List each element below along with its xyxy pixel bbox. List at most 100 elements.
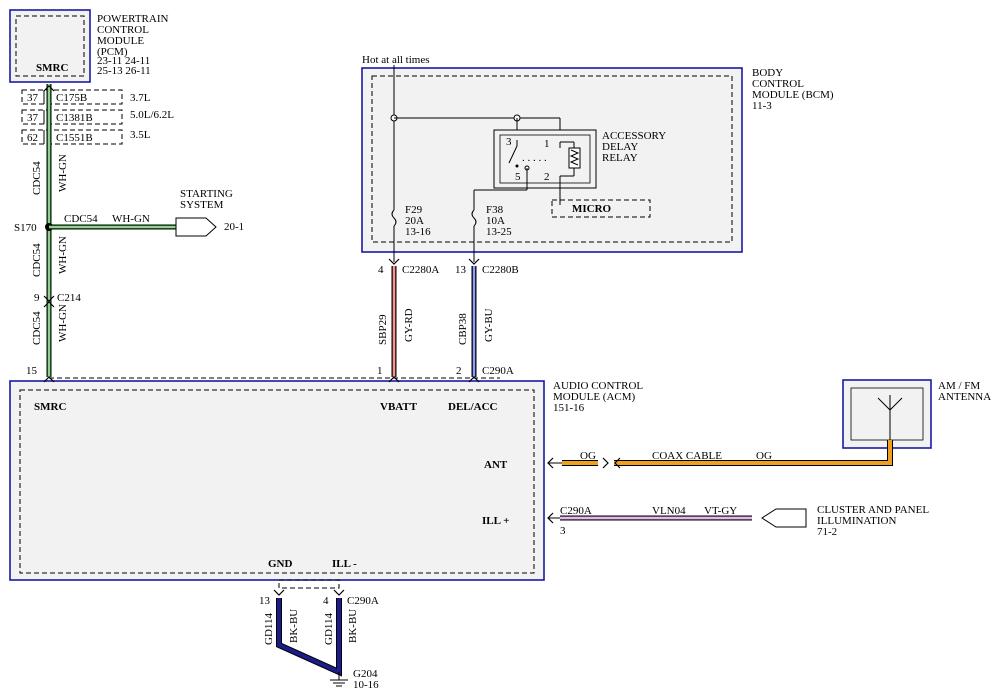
bcm-hot-label: Hot at all times (362, 54, 430, 66)
antenna-title-1: AM / FM (938, 380, 980, 392)
c175b-pin: 37 (27, 92, 39, 104)
gnd-conn: C290A (347, 595, 379, 607)
acm-ref: 151-16 (553, 402, 585, 414)
acm-inner-border (19, 389, 535, 574)
wire-cbp38-color: GY-BU (483, 308, 495, 342)
relay-pin-2: 2 (544, 171, 550, 183)
branch-color: WH-GN (112, 213, 150, 225)
relay-title-3: RELAY (602, 152, 638, 164)
c1551b-pin: 62 (27, 132, 38, 144)
ground-connector-dash (278, 579, 340, 589)
cluster-connector[interactable] (761, 508, 807, 528)
c1551b-engine: 3.5L (130, 129, 151, 141)
fuse-f29-ref: 13-16 (405, 226, 431, 238)
c2280a-name: C2280A (402, 264, 439, 276)
fuse-f38-rating: 10A (486, 215, 505, 227)
wire-coax[interactable] (562, 440, 893, 466)
c1551b-name: C1551B (56, 132, 93, 144)
c2280a-pin: 4 (378, 264, 384, 276)
c1381b-pin: 37 (27, 112, 39, 124)
acm-title-2: MODULE (ACM) (553, 391, 636, 403)
wire-cdc54-color-1: WH-GN (57, 154, 69, 192)
antenna-icon (877, 395, 903, 440)
cluster-title-1: CLUSTER AND PANEL (817, 504, 929, 516)
c214-pin: 9 (34, 292, 40, 304)
bcm-title-3: MODULE (BCM) (752, 89, 834, 101)
c175b-name: C175B (56, 92, 87, 104)
acm-pin-del-conn: C290A (482, 365, 514, 377)
cluster-ref: 71-2 (817, 526, 837, 538)
wire-sbp29-color: GY-RD (403, 308, 415, 342)
c2280b-name: C2280B (482, 264, 519, 276)
gnd-a-color: BK-BU (288, 609, 300, 643)
c2280a-arrow (388, 258, 400, 265)
fuse-f38-ref: 13-25 (486, 226, 512, 238)
fuse-f29[interactable] (391, 209, 397, 227)
c1381b-name: C1381B (56, 112, 93, 124)
acm-pin-vbatt-num: 1 (377, 365, 383, 377)
relay-title-1: ACCESSORY (602, 130, 666, 142)
pcm-title-2: CONTROL (97, 24, 149, 36)
wire-cdc54-circuit-2: CDC54 (31, 243, 43, 277)
acm-pin-ill-minus: ILL - (332, 558, 357, 570)
acm-pin-gnd: GND (268, 558, 293, 570)
acm-module[interactable] (9, 380, 545, 581)
gnd-b-color: BK-BU (347, 609, 359, 643)
relay-pin-3: 3 (506, 136, 512, 148)
antenna-title-2: ANTENNA (938, 391, 991, 403)
c2280b-pin: 13 (455, 264, 467, 276)
gnd-name: G204 (353, 668, 378, 680)
ill-arrow-in (547, 512, 554, 524)
wire-gd114[interactable] (276, 598, 342, 677)
fuse-f29-rating: 20A (405, 215, 424, 227)
cluster-circuit: VLN04 (652, 505, 686, 517)
wire-cdc54-circuit-1: CDC54 (31, 161, 43, 195)
acm-pin-smrc: SMRC (34, 401, 66, 413)
gnd-ref: 10-16 (353, 679, 379, 691)
connector-c175b (21, 89, 123, 105)
wire-cdc54-circuit-3: CDC54 (31, 311, 43, 345)
relay-pin-5: 5 (515, 171, 521, 183)
relay-pin-1: 1 (544, 138, 550, 150)
acm-vbatt-arrow (388, 376, 400, 383)
cluster-color: VT-GY (704, 505, 737, 517)
fuse-f38-name: F38 (486, 204, 504, 216)
starting-title-1: STARTING (180, 188, 233, 200)
pcm-title-1: POWERTRAIN (97, 13, 169, 25)
bcm-inner-border (371, 75, 733, 243)
gnd-arrow-b (333, 589, 345, 596)
bcm-micro-label: MICRO (572, 203, 612, 215)
wire-cdc54-color-2: WH-GN (57, 236, 69, 274)
wire-cdc54-color-3: WH-GN (57, 304, 69, 342)
connector-c1551b (21, 129, 123, 145)
fuse-f38[interactable] (471, 209, 477, 227)
branch-circuit: CDC54 (64, 213, 98, 225)
acm-title-1: AUDIO CONTROL (553, 380, 643, 392)
acm-pin-vbatt: VBATT (380, 401, 418, 413)
connector-c1381b (21, 109, 123, 125)
gnd-pin-a: 13 (259, 595, 271, 607)
fuse-f29-name: F29 (405, 204, 423, 216)
pcm-title-3: MODULE (97, 35, 144, 47)
coax-color-right: OG (756, 450, 772, 462)
pcm-ref-1: 23-11 24-11 (97, 55, 150, 67)
splice-s170-label: S170 (14, 222, 37, 234)
wire-cbp38-circuit: CBP38 (457, 313, 469, 345)
ground-icon (330, 679, 348, 687)
pcm-module[interactable] (9, 9, 91, 83)
acm-pin-smrc-num: 15 (26, 365, 38, 377)
starting-ref: 20-1 (224, 221, 244, 233)
starting-title-2: SYSTEM (180, 199, 224, 211)
pcm-connector-arrow (43, 85, 55, 92)
c2280b-arrow (468, 258, 480, 265)
acm-del-arrow (468, 376, 480, 383)
starting-system-connector[interactable] (175, 217, 217, 237)
relay-link-dots: . . . . . (522, 152, 547, 164)
cluster-title-2: ILLUMINATION (817, 515, 896, 527)
gnd-pin-b: 4 (323, 595, 329, 607)
pcm-inner-border (15, 15, 85, 77)
c1381b-engine: 5.0L/6.2L (130, 109, 174, 121)
pcm-title-4: (PCM) (97, 46, 128, 58)
pcm-pin-smrc: SMRC (36, 62, 68, 74)
pcm-ref-2: 25-13 26-11 (97, 65, 151, 77)
